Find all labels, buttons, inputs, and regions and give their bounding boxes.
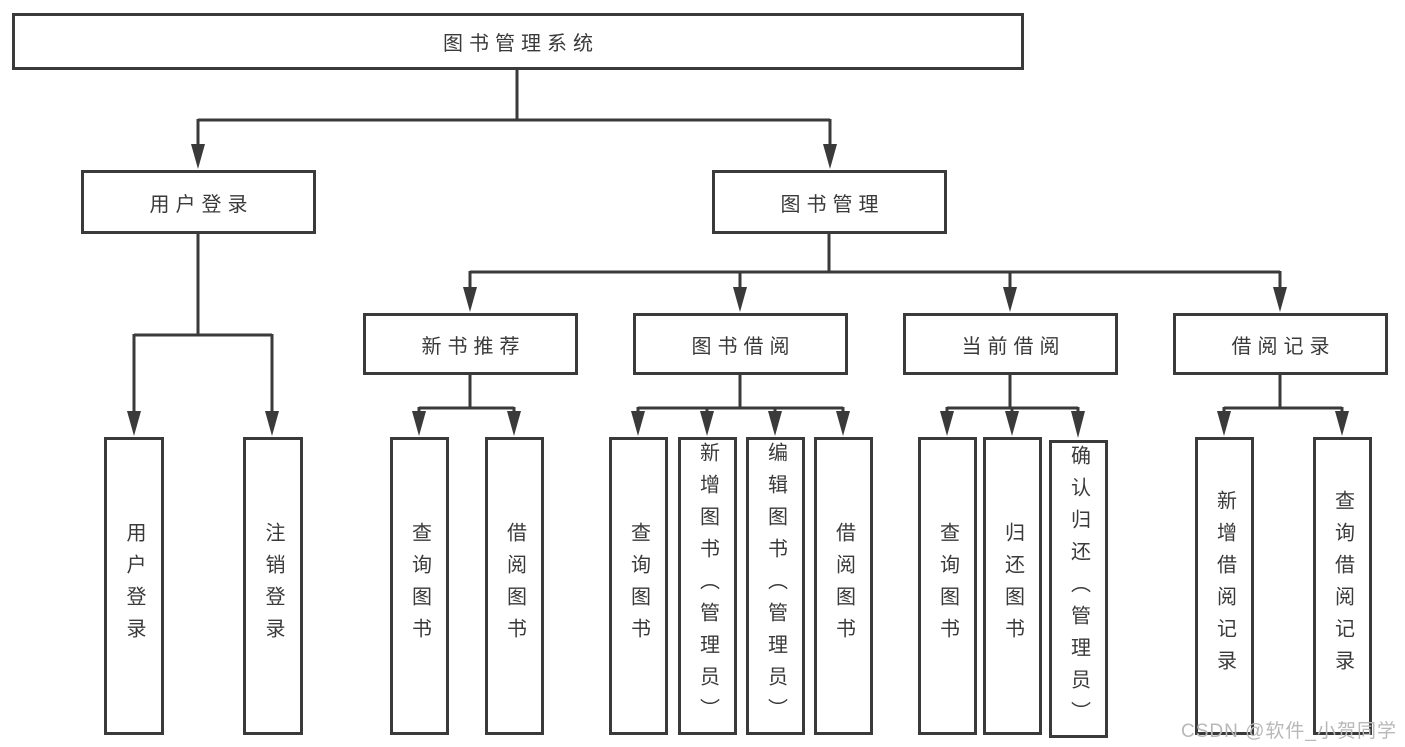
node-book-borrow: 图书借阅: [633, 313, 848, 375]
node-book-borrow-label: 图书借阅: [691, 335, 796, 358]
node-add-borrow-record: 新增借阅记录: [1195, 437, 1254, 735]
node-return-books-label: 归还图书: [1001, 522, 1024, 650]
node-query-borrow-record-label: 查询借阅记录: [1331, 490, 1354, 682]
csdn-watermark: CSDN @软件_小贺同学: [1181, 721, 1397, 742]
node-book-management-label: 图书管理: [780, 193, 885, 216]
node-borrow-books-borrow: 借阅图书: [814, 437, 873, 735]
node-borrow-books-recommend-label: 借阅图书: [503, 522, 526, 650]
node-query-books-current-label: 查询图书: [936, 522, 959, 650]
node-confirm-return-admin-label: 确认归还（管理员）: [1067, 445, 1090, 733]
node-current-borrow-label: 当前借阅: [961, 335, 1066, 358]
node-login-action-label: 用户登录: [123, 522, 145, 650]
node-query-books-recommend: 查询图书: [390, 437, 449, 735]
node-borrow-records: 借阅记录: [1173, 313, 1388, 375]
node-new-book-recommend-label: 新书推荐: [421, 335, 526, 358]
node-query-books-borrow: 查询图书: [609, 437, 668, 735]
node-current-borrow: 当前借阅: [903, 313, 1118, 375]
node-root-label: 图书管理系统: [443, 33, 599, 55]
node-borrow-books-borrow-label: 借阅图书: [832, 522, 855, 650]
node-logout-action-label: 注销登录: [262, 522, 284, 650]
node-logout-action: 注销登录: [243, 437, 303, 735]
node-login-action: 用户登录: [104, 437, 164, 735]
node-edit-books-admin-label: 编辑图书（管理员）: [764, 442, 787, 730]
node-query-borrow-record: 查询借阅记录: [1313, 437, 1372, 735]
node-add-books-admin-label: 新增图书（管理员）: [696, 442, 719, 730]
node-query-books-current: 查询图书: [918, 437, 977, 735]
node-book-management: 图书管理: [712, 170, 947, 234]
node-query-books-borrow-label: 查询图书: [627, 522, 650, 650]
node-edit-books-admin: 编辑图书（管理员）: [746, 437, 805, 735]
node-borrow-books-recommend: 借阅图书: [485, 437, 544, 735]
node-borrow-records-label: 借阅记录: [1231, 335, 1336, 358]
node-confirm-return-admin: 确认归还（管理员）: [1049, 440, 1108, 738]
node-return-books: 归还图书: [983, 437, 1042, 735]
node-query-books-recommend-label: 查询图书: [408, 522, 431, 650]
node-user-login: 用户登录: [81, 170, 316, 234]
node-add-borrow-record-label: 新增借阅记录: [1213, 490, 1236, 682]
node-user-login-label: 用户登录: [149, 193, 254, 216]
node-new-book-recommend: 新书推荐: [363, 313, 578, 375]
node-add-books-admin: 新增图书（管理员）: [678, 437, 737, 735]
node-root: 图书管理系统: [12, 13, 1024, 70]
